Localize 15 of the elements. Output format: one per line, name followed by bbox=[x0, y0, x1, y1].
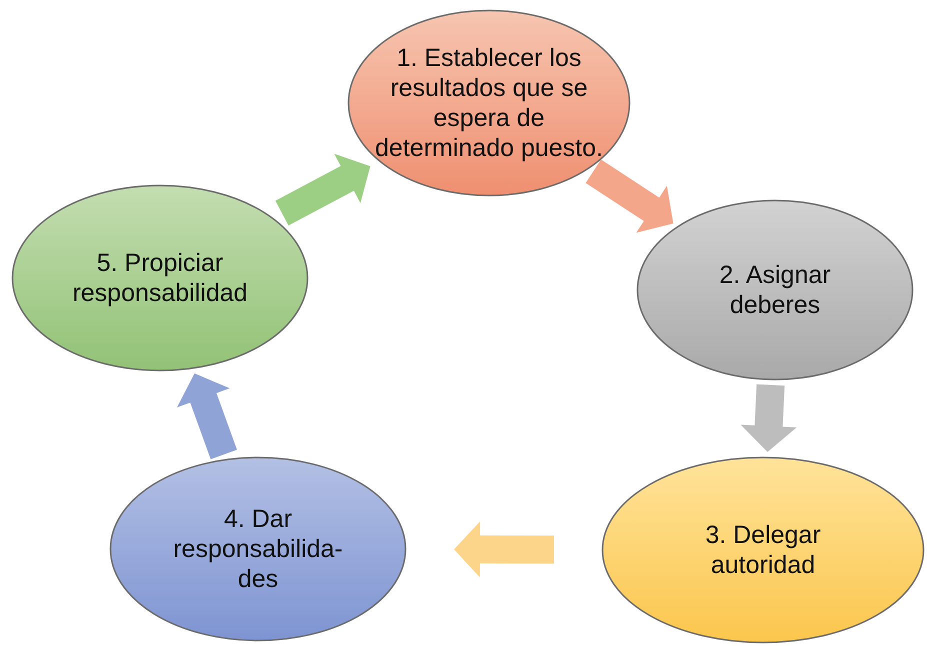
cycle-ellipse bbox=[636, 199, 914, 381]
cycle-ellipse bbox=[347, 9, 631, 197]
block-arrow bbox=[275, 154, 370, 226]
cycle-ellipse bbox=[601, 456, 925, 644]
step-label: 5. Propiciar responsabilidad bbox=[71, 248, 249, 308]
block-arrow bbox=[177, 373, 237, 460]
step-label: 1. Establecer los resultados que se espera de determinado puesto. bbox=[374, 43, 604, 163]
cycle-ellipse bbox=[109, 456, 407, 642]
cycle-ellipse bbox=[11, 184, 309, 372]
block-arrow bbox=[740, 384, 797, 452]
step-label: 2. Asignar deberes bbox=[718, 260, 832, 320]
block-arrow bbox=[454, 521, 554, 578]
block-arrow bbox=[586, 160, 674, 233]
step-label: 3. Delegar autoridad bbox=[704, 520, 822, 580]
step-label: 4. Dar responsabilida-des bbox=[172, 504, 344, 594]
